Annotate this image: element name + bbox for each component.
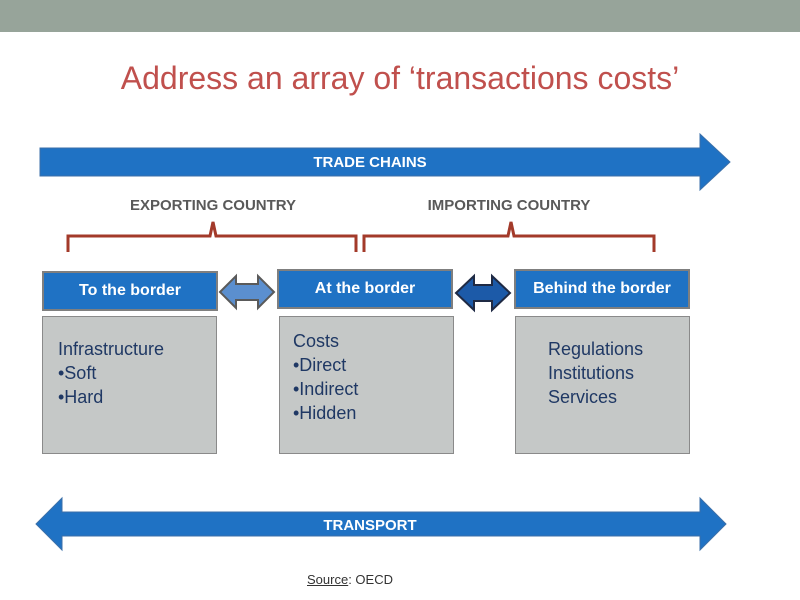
trade-chains-label: TRADE CHAINS: [313, 154, 427, 171]
exporting-bracket: [66, 221, 358, 252]
source-note: Source: OECD: [0, 572, 700, 587]
slide-title: Address an array of ‘transactions costs’: [120, 60, 680, 96]
at-the-border-body: Costs •Direct •Indirect •Hidden: [279, 316, 454, 454]
to-the-border-line: Infrastructure: [58, 339, 165, 359]
behind-the-border-line: Regulations: [548, 339, 644, 359]
source-key: Source: [307, 572, 349, 587]
trade-chains-arrow: [39, 132, 731, 192]
behind-the-border-line: Services: [548, 387, 618, 407]
source-value: : OECD: [348, 572, 393, 587]
left-double-arrow: [218, 273, 276, 311]
at-the-border-header: At the border: [277, 269, 453, 309]
to-the-border-header: To the border: [42, 271, 218, 311]
right-double-arrow: [454, 273, 512, 313]
importing-country-label: IMPORTING COUNTRY: [427, 197, 591, 214]
behind-the-border-line: Institutions: [548, 363, 635, 383]
transport-double-arrow: [35, 496, 727, 552]
behind-the-border-header: Behind the border: [514, 269, 690, 309]
importing-bracket: [362, 221, 656, 252]
exporting-country-label: EXPORTING COUNTRY: [129, 197, 297, 214]
to-the-border-line: •Soft: [58, 363, 97, 383]
behind-the-border-body: Regulations Institutions Services: [515, 316, 690, 454]
at-the-border-line: •Direct: [293, 355, 347, 375]
to-the-border-body: Infrastructure •Soft •Hard: [42, 316, 217, 454]
transport-label: TRANSPORT: [323, 517, 417, 534]
at-the-border-line: •Indirect: [293, 379, 359, 399]
top-bar: [0, 0, 800, 32]
at-the-border-line: Costs: [293, 331, 340, 351]
at-the-border-line: •Hidden: [293, 403, 357, 423]
to-the-border-line: •Hard: [58, 387, 104, 407]
